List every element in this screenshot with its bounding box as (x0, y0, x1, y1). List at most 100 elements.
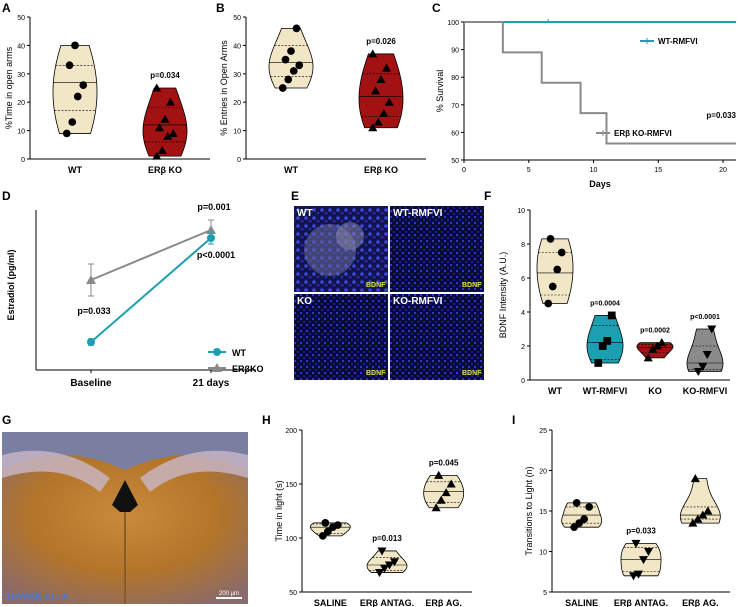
p-value-annotation: p<0.0001 (197, 250, 235, 260)
violin-body (52, 45, 98, 134)
data-point (648, 344, 658, 353)
category-label: SALINE (314, 598, 347, 607)
micrograph-label-ko-rmfvi: KO-RMFVI (393, 296, 443, 307)
data-point (585, 503, 594, 511)
y-tick-label: 20 (17, 100, 25, 107)
y-axis-label: Estradiol (pg/ml) (6, 249, 16, 320)
series-line (90, 237, 212, 343)
violin-body (268, 27, 314, 89)
p-value-annotation: p=0.045 (429, 458, 459, 467)
y-tick-label: 4 (521, 310, 525, 317)
panel-letters: A B C D E F G H I (2, 1, 515, 427)
data-point (441, 488, 451, 497)
panel-label-a: A (2, 1, 11, 15)
y-tick-label: 80 (451, 75, 459, 82)
data-point (434, 470, 444, 479)
y-axis-label: % Entries in Open Arms (219, 40, 229, 136)
data-point (703, 506, 713, 515)
category-label: ERβ KO (364, 165, 398, 175)
data-point (157, 145, 167, 154)
y-tick-label: 0 (521, 378, 525, 385)
micrograph-ko-rmfvi (390, 294, 484, 380)
data-point (289, 67, 298, 75)
data-point (333, 521, 342, 529)
y-tick-label: 10 (17, 129, 25, 136)
data-point (374, 569, 385, 578)
p-value-annotation: p=0.034 (150, 71, 180, 80)
data-point (638, 556, 649, 565)
category-label: ERβ AG. (682, 598, 719, 607)
data-point (321, 519, 330, 527)
y-axis-label: Time in light (s) (274, 480, 284, 541)
legend-label: ERβ KO-RMFVI (614, 129, 672, 138)
p-value-annotation: p=0.0002 (640, 328, 670, 335)
category-label: WT (548, 386, 562, 396)
y-tick-label: 100 (447, 20, 459, 27)
legend-label: WT-RMFVI (658, 37, 698, 46)
data-point (284, 75, 293, 84)
data-point (702, 351, 712, 360)
data-point (698, 362, 708, 371)
y-tick-label: 50 (17, 15, 25, 22)
data-point (376, 74, 386, 83)
y-tick-label: 70 (451, 103, 459, 110)
data-point (580, 515, 589, 523)
p-value-annotation: p<0.0001 (690, 314, 720, 321)
violin-body (686, 328, 724, 372)
y-axis-label: BDNF Intensity (A.U.) (498, 252, 508, 339)
panel-label-e: E (291, 189, 299, 203)
y-tick-label: 150 (285, 482, 297, 489)
data-point (379, 109, 389, 118)
data-point (62, 129, 71, 138)
data-point (154, 123, 165, 132)
series-line (90, 229, 212, 281)
data-point (152, 83, 162, 92)
data-point (446, 479, 456, 488)
y-axis-label: %Time in open arms (4, 46, 14, 129)
y-tick-label: 60 (451, 130, 459, 137)
y-tick-label: 10 (517, 208, 525, 215)
data-point (370, 86, 381, 95)
y-tick-label: 30 (233, 72, 241, 79)
data-point (79, 81, 88, 90)
y-tick-label: 50 (451, 158, 459, 165)
y-axis-label: % Survival (435, 70, 445, 113)
data-point (594, 359, 603, 367)
data-point (318, 531, 327, 540)
data-point (292, 24, 301, 33)
category-label: WT (68, 165, 82, 175)
y-tick-label: 20 (233, 100, 241, 107)
category-label: WT-RMFVI (583, 386, 628, 396)
category-label: 21 days (193, 378, 230, 389)
data-point (698, 510, 708, 519)
y-tick-label: 40 (17, 43, 25, 50)
tissue-upper-band-right (140, 450, 248, 492)
y-tick-label: 2 (521, 344, 525, 351)
micrograph-stain-wt-rmfvi: BDNF (462, 282, 482, 289)
tissue-upper-band (2, 450, 110, 492)
micrograph-label-wt-rmfvi: WT-RMFVI (393, 208, 443, 219)
legend-marker (213, 348, 221, 356)
y-tick-label: 10 (539, 550, 547, 557)
data-point (207, 234, 215, 242)
data-point (165, 97, 176, 106)
category-label: WT (284, 165, 298, 175)
data-point (152, 151, 162, 160)
data-point (71, 41, 79, 50)
panel-e-micrographs (294, 206, 484, 380)
y-tick-label: 10 (233, 129, 241, 136)
panel-label-d: D (2, 189, 11, 203)
data-point (384, 97, 394, 106)
y-tick-label: 20 (539, 469, 547, 476)
category-label: ERβ ANTAG. (360, 598, 414, 607)
x-tick-label: 20 (719, 167, 727, 174)
violin-body (358, 53, 404, 129)
y-tick-label: 200 (285, 428, 297, 435)
micrograph-stain-ko: BDNF (366, 370, 386, 377)
data-point (690, 474, 700, 483)
micrograph-label-wt: WT (297, 208, 313, 219)
p-value-annotation: p=0.026 (366, 37, 396, 46)
